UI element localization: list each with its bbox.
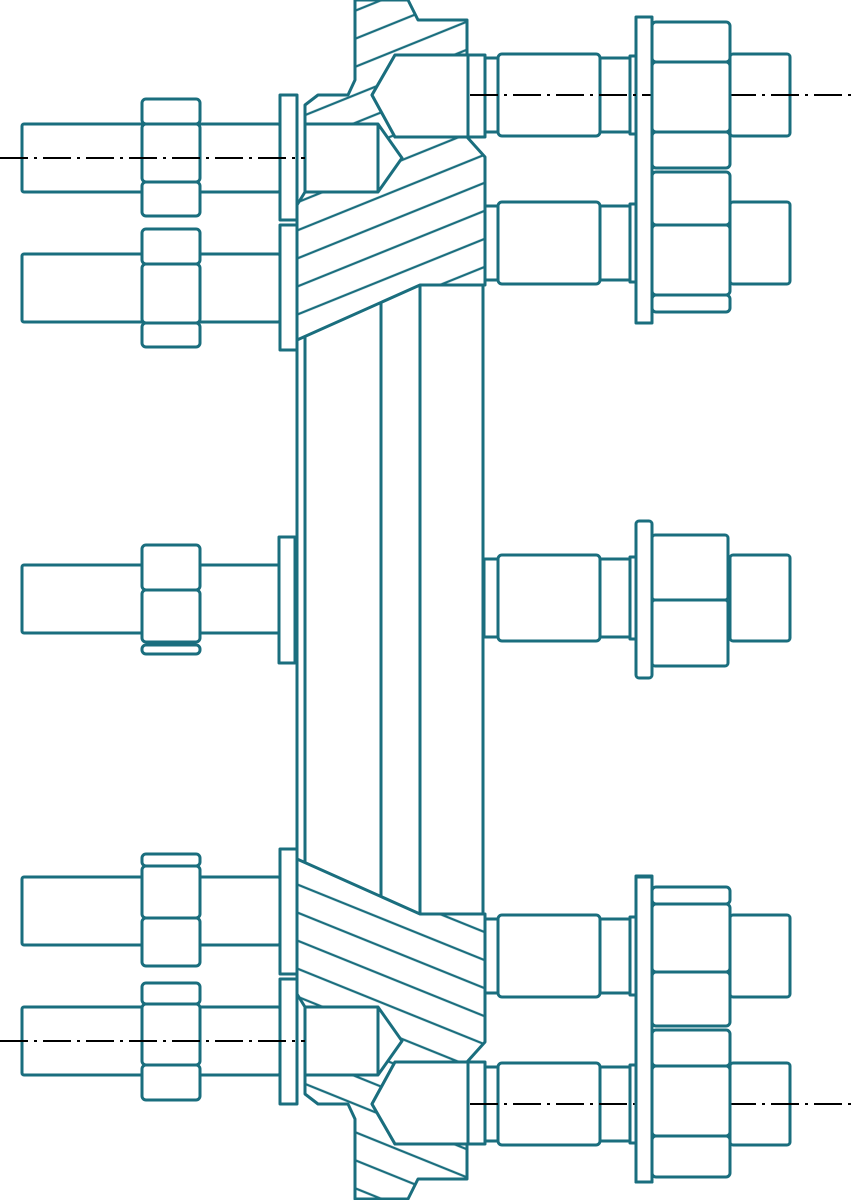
washer-plate-middle-left bbox=[277, 535, 297, 665]
stud-body bbox=[496, 200, 602, 286]
hex-nut-face bbox=[650, 20, 732, 64]
hex-nut-face bbox=[650, 130, 732, 170]
hex-nut-face bbox=[650, 1028, 732, 1068]
hex-nut-face bbox=[140, 262, 202, 325]
hex-nut-face bbox=[140, 643, 202, 656]
stud-end bbox=[728, 553, 792, 643]
hex-nut-face bbox=[140, 1063, 202, 1102]
hex-nut-face bbox=[650, 60, 732, 134]
stud-collar bbox=[482, 557, 500, 639]
hex-nut-face bbox=[140, 864, 202, 920]
hex-nut-face bbox=[140, 916, 202, 968]
hex-nut-face bbox=[140, 1002, 202, 1067]
stud-end bbox=[728, 200, 792, 286]
hex-nut-face bbox=[650, 533, 730, 602]
washer-plate bbox=[634, 875, 654, 1184]
stud-body bbox=[496, 913, 602, 999]
hex-nut-face bbox=[650, 902, 732, 974]
hex-nut-face bbox=[140, 981, 202, 1006]
hex-nut-face bbox=[140, 97, 202, 126]
hex-nut-face bbox=[650, 223, 732, 297]
hex-nut-face bbox=[650, 1134, 732, 1179]
stud-neck bbox=[598, 204, 632, 282]
hex-nut-face bbox=[140, 227, 202, 266]
hex-nut-face bbox=[650, 598, 730, 668]
washer-plate-middle-right bbox=[634, 519, 654, 680]
front-parts bbox=[634, 20, 732, 1184]
hex-nut-face bbox=[140, 588, 202, 644]
hex-nut-face bbox=[140, 321, 202, 349]
stud-neck bbox=[598, 917, 632, 995]
hex-nut-face bbox=[140, 852, 202, 868]
stud-neck bbox=[598, 557, 632, 639]
hex-nut-face bbox=[650, 885, 732, 906]
hex-nut-face bbox=[140, 543, 202, 592]
hex-nut-face bbox=[650, 970, 732, 1028]
hex-nut-face bbox=[650, 293, 732, 314]
stud-body bbox=[496, 553, 602, 643]
hex-nut-face bbox=[140, 180, 202, 218]
flange-body bbox=[295, 285, 485, 914]
hex-nut-face bbox=[650, 1064, 732, 1138]
hex-nut-face bbox=[140, 122, 202, 184]
hex-nut-face bbox=[650, 170, 732, 227]
stud-end bbox=[728, 913, 792, 999]
